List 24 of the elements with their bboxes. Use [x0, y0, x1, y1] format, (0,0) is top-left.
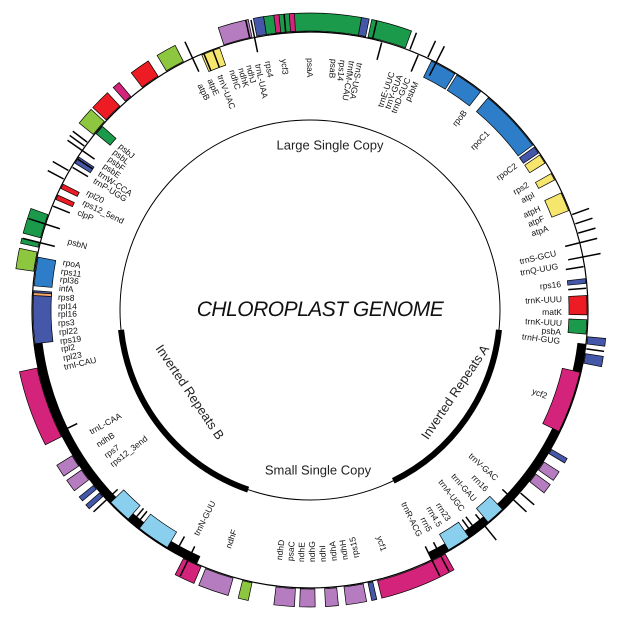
gene-label: ycf2 [530, 386, 548, 401]
gene-label: ndhE [296, 542, 307, 562]
gene-label: ndhA [327, 540, 340, 562]
gene-label: infA [58, 283, 74, 294]
region-label: Small Single Copy [264, 462, 372, 478]
gene-label: rps8 [58, 292, 76, 303]
gene-label: ndhD [274, 539, 287, 561]
region-label: Large Single Copy [276, 138, 384, 152]
gene-label: rpl14 [58, 300, 78, 311]
gene-label: psbN [66, 236, 88, 251]
gene-label: psaC [285, 541, 297, 562]
gene-label: ycf3 [278, 58, 290, 76]
map-title: CHLOROPLAST GENOME [196, 298, 444, 322]
gene-label: ndhG [307, 541, 318, 562]
gene-label: psaA [305, 58, 315, 78]
gene-label: rps16 [538, 278, 562, 291]
gene-label: rpl16 [58, 309, 78, 320]
gene-label: ycf1 [374, 534, 388, 552]
gene-label: rps3 [58, 317, 76, 328]
gene-label: ndhF [223, 528, 239, 550]
gene-label: ndhI [317, 544, 328, 562]
gene-label: rpoA [62, 257, 82, 270]
gene-label: trnK-UUU [524, 294, 562, 306]
gene-label: matK [542, 307, 562, 318]
